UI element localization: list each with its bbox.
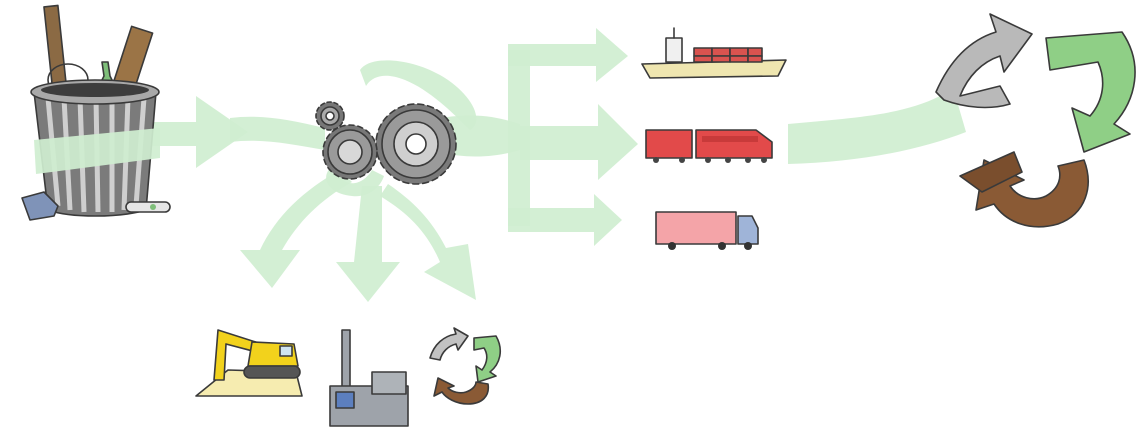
trash-can-icon [21,4,171,221]
recycle-small-gray [429,327,469,361]
flow-arrow-to-train [520,104,638,180]
excavator-track [243,365,301,379]
flow-band-bin-to-gears [230,116,325,150]
train-wagon [645,129,693,159]
freight-train-icon [645,129,773,163]
stick-item [43,4,68,90]
truck-icon [655,211,759,250]
flow-arrow-to-truck [508,194,622,246]
truck-box [655,211,737,245]
factory-icon [329,329,409,427]
trash-can-opening [41,83,149,97]
cargo-ship-icon [641,27,787,79]
factory-window [335,391,355,409]
ground-bottle [125,201,171,213]
excavator-icon [195,329,303,397]
flow-arrow-bin-to-sorting [150,96,248,168]
flow-arrow-to-landfill [240,170,352,288]
ship-containers [693,47,763,63]
flow-arrows [150,28,966,302]
recycle-arrows-small-icon [429,327,502,405]
gears-icon [315,101,457,185]
recycle-small-green [473,335,502,383]
ground-litter [21,191,59,221]
truck-cab [737,215,759,245]
flow-band-over-can [34,128,160,174]
flow-arrow-to-incineration [336,186,400,302]
train-wheels [653,157,767,163]
gear-medium-icon [322,124,378,180]
gear-large-icon [375,103,457,185]
flow-arrow-train-to-recycling [788,84,966,164]
flow-arrow-to-ship [508,28,628,82]
flow-distributor [508,50,530,226]
ship-bridge [665,37,683,63]
gear-small-icon [315,101,345,131]
recycle-arrow-green [1045,31,1136,153]
excavator-window [279,345,293,357]
flow-arrow-to-recycling-small [380,184,476,300]
flow-band-gears-to-transport [440,115,520,157]
recycle-arrows-icon [935,13,1136,228]
factory-chimney [341,329,351,391]
recycle-arrow-gray [935,13,1033,109]
flow-loop [360,60,477,131]
recycle-small-brown [433,377,490,405]
factory-block [371,371,407,395]
train-locomotive [695,129,773,159]
